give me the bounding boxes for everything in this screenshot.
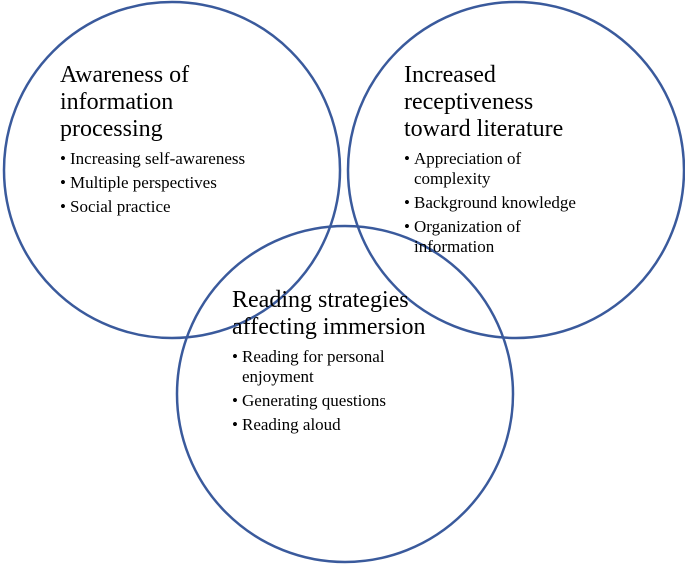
awareness-list: •Increasing self-awareness •Multiple per… [60,149,310,217]
list-item: •Reading for personal enjoyment [232,347,385,386]
list-item: •Organization of information [404,217,521,256]
awareness-section: Awareness of information processing •Inc… [60,62,310,221]
list-item: •Generating questions [232,391,386,410]
reading-section: Reading strategies affecting immersion •… [232,287,472,439]
receptiveness-section: Increased receptiveness toward literatur… [404,62,634,261]
receptiveness-list: •Appreciation of complexity •Background … [404,149,634,257]
list-item: •Increasing self-awareness [60,149,246,168]
bullet-icon: • [404,193,410,212]
circle-reading [175,224,515,564]
list-item: •Appreciation of complexity [404,149,522,188]
reading-list: •Reading for personal enjoyment •Generat… [232,347,472,435]
reading-title: Reading strategies affecting immersion [232,287,426,340]
circle-awareness [2,0,342,340]
receptiveness-title: Increased receptiveness toward literatur… [404,62,564,142]
list-item: •Multiple perspectives [60,173,217,192]
bullet-icon: • [60,197,66,216]
bullet-icon: • [404,217,410,236]
list-item: •Reading aloud [232,415,341,434]
bullet-icon: • [232,391,238,410]
list-item: •Background knowledge [404,193,576,212]
awareness-title: Awareness of information processing [60,62,190,142]
bullet-icon: • [60,173,66,192]
bullet-icon: • [404,149,410,168]
bullet-icon: • [232,347,238,366]
circle-receptiveness [346,0,685,340]
bullet-icon: • [60,149,66,168]
bullet-icon: • [232,415,238,434]
list-item: •Social practice [60,197,171,216]
